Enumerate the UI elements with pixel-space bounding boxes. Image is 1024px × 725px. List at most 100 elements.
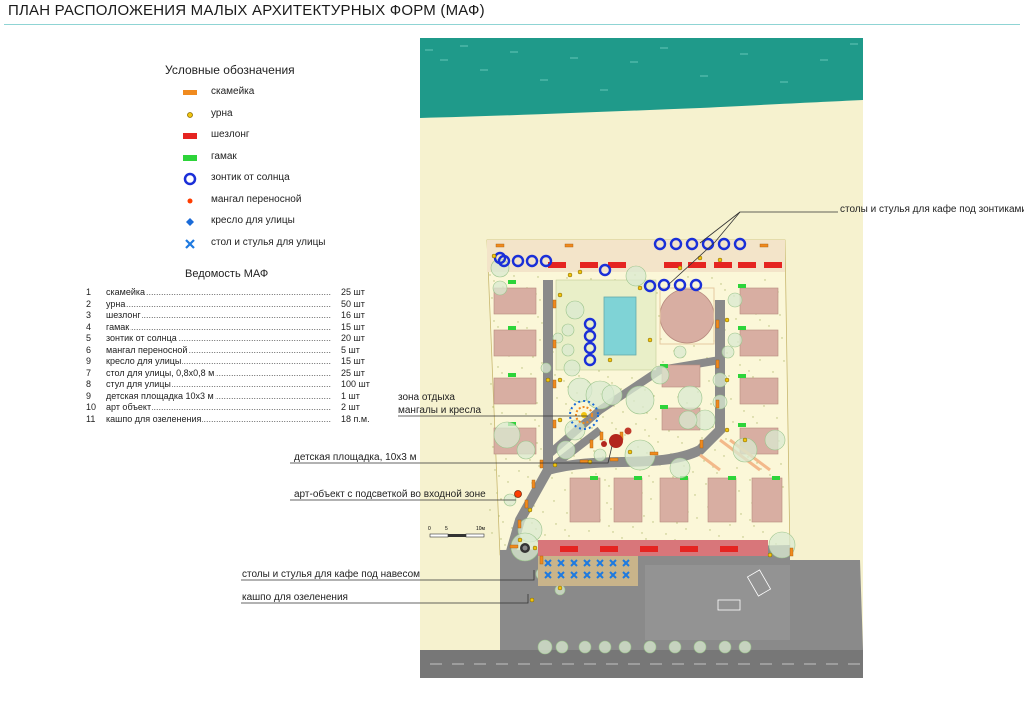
tree [693,640,707,654]
ground-texture-dot [753,525,755,527]
statement-qty: 5 шт [340,344,360,355]
hammock [738,326,746,330]
ground-texture-dot [681,442,683,444]
ground-texture-dot [756,422,758,424]
hammock [508,326,516,330]
statement-qty: 2 шт [340,402,360,412]
ground-texture-dot [641,532,643,534]
ground-texture-dot [621,537,623,539]
statement-row: 11......................................… [86,413,386,426]
ground-texture-dot [622,411,624,413]
ground-texture-dot [554,374,556,376]
statement-num: 6 [86,344,92,355]
statement-num: 8 [86,379,92,389]
urn [767,552,773,558]
ground-texture-dot [736,467,738,469]
urns [491,253,773,603]
ground-texture-dot [604,439,606,441]
ground-texture-dot [658,315,660,317]
sunbed [714,262,732,268]
ground-texture-dot [749,519,751,521]
statement-name: арт объект [106,402,153,412]
rest-zone [569,400,599,430]
legend-label: гамак [211,150,237,162]
ground-texture-dot [729,524,731,526]
ground-texture-dot [493,320,495,322]
ground-texture-dot [650,498,652,500]
bench [552,419,557,429]
hammock [590,476,598,480]
ground-texture-dot [759,319,761,321]
benches [495,243,794,565]
statement-qty: 25 шт [340,367,365,378]
hammock [660,364,668,368]
tree [537,639,553,655]
bench [579,459,589,464]
umbrella [685,237,699,251]
callout-cafe-canopy: столы и стулья для кафе под навесом [242,569,421,580]
ground-texture-dot [782,486,784,488]
urn [532,545,538,551]
rest-zone-ring [569,400,599,430]
statement-row: 1.......................................… [86,287,386,299]
ground-texture-dot [764,279,766,281]
statement-row: 7.......................................… [86,367,386,380]
ground-texture-dot [748,370,750,372]
statement-leader: ........................................… [106,298,332,309]
ground-texture-dot [564,529,566,531]
ground-texture-dot [735,318,737,320]
ground-texture-dot [518,470,520,472]
callout-cafe-umbrellas: столы и стулья для кафе под зонтиками [840,204,1024,215]
ground-texture-dot [620,388,622,390]
statement-name: стол для улицы, 0,8х0,8 м [106,367,216,378]
urn [637,285,643,291]
ground-texture-dot [769,474,771,476]
statement-name: кашпо для озеленения [106,413,203,424]
ground-texture-dot [534,419,536,421]
ground-texture-dot [660,338,662,340]
umbrella [583,341,597,355]
asphalt-street [420,650,863,678]
tree [712,394,728,410]
bench [715,399,720,409]
tree [768,531,796,559]
cafe-table [544,571,552,579]
ground-texture-dot [578,375,580,377]
tree [721,345,735,359]
hammock [634,476,642,480]
ground-texture-dot [740,513,742,515]
bench [649,451,659,456]
legend-item-hammock: гамак [180,149,420,171]
ground-texture-dot [718,535,720,537]
bench [715,319,720,329]
scale-bar [429,533,485,538]
scale-label: 0 [428,526,431,532]
ground-texture-dot [677,436,679,438]
ground-texture-dot [521,367,523,369]
bench [609,457,619,462]
ground-texture-dot [728,375,730,377]
ground-texture-dot [564,489,566,491]
ground-texture-dot [536,442,538,444]
ground-texture-dot [732,421,734,423]
tree [593,448,607,462]
tree [492,280,508,296]
ground-texture-dot [537,316,539,318]
building [739,377,779,405]
statement-num: 9 [86,390,92,401]
statement-qty: 50 шт [340,298,365,309]
statement-leader: ........................................… [106,310,332,320]
legend-item-umbrella: зонтик от солнца [180,170,420,192]
umbrella [643,279,657,293]
ground-texture-dot [504,544,506,546]
cafe-canopy-tables [544,559,630,579]
legend-item-bench: скамейка [180,84,420,106]
statement-num: 11 [86,413,96,424]
sunbed-icon [183,133,197,139]
statement-name: гамак [106,321,131,332]
ground-texture-dot [527,476,529,478]
statement-leader: ........................................… [106,390,332,401]
ground-texture-dot [656,292,658,294]
parking-lot [645,565,790,640]
legend-item-table-chairs: стол и стулья для улицы [180,235,420,257]
